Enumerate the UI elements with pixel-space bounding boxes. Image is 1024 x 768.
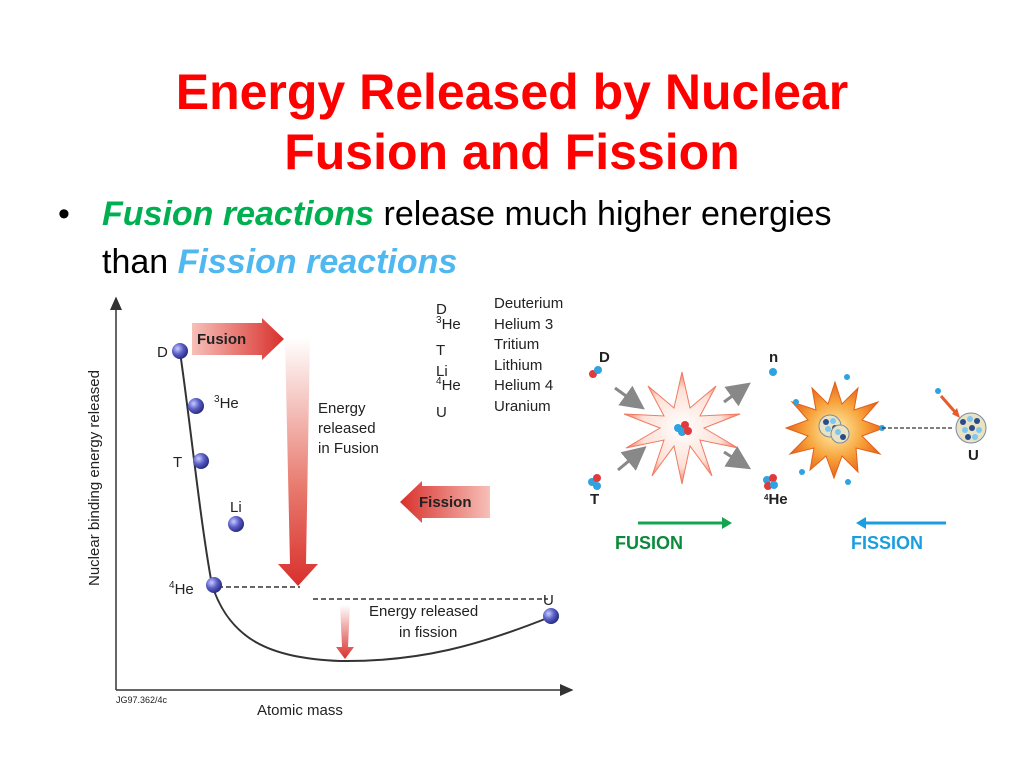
neutron-icon xyxy=(769,368,777,376)
fusion-out-bottom-label: 4He xyxy=(764,491,788,508)
fission-energy-arrow xyxy=(336,605,354,659)
point-label-text: He xyxy=(175,581,194,598)
outgoing-arrow-top xyxy=(723,382,751,407)
point-label: D xyxy=(157,344,168,361)
bullet-mid-text: release much higher energies xyxy=(383,195,832,233)
fusion-caption: FUSION xyxy=(615,533,683,553)
point-sup: 4 xyxy=(169,580,175,591)
incoming-arrow-bottom xyxy=(617,446,647,472)
reference-code: JG97.362/4c xyxy=(116,695,168,705)
fission-arrow-label: Fission xyxy=(419,494,472,511)
legend-symbol-text: He xyxy=(442,377,461,394)
incoming-neutron-arrowhead xyxy=(952,408,960,418)
legend-symbol-text: D xyxy=(436,301,447,318)
fusion-energy-line-1: Energy xyxy=(318,400,366,417)
point-deuterium: D xyxy=(157,343,188,361)
fusion-out-bottom-sup: 4 xyxy=(764,493,769,502)
point-label-text: He xyxy=(220,395,239,412)
bullet-point: • Fusion reactions release much higher e… xyxy=(58,190,978,286)
point-tritium: T xyxy=(173,453,209,471)
legend-symbol: D xyxy=(436,301,447,318)
fusion-out-bottom-text: He xyxy=(768,491,787,508)
fission-term: Fission reactions xyxy=(177,243,458,281)
point-helium-4: 4He xyxy=(169,577,222,598)
bullet-mid2-text: than xyxy=(102,243,169,281)
fused-nucleus-icon xyxy=(674,421,692,436)
bullet-text: Fusion reactions release much higher ene… xyxy=(102,190,978,286)
fusion-arrow-label: Fusion xyxy=(197,331,246,348)
legend-name: Helium 4 xyxy=(494,377,553,394)
legend-symbol: T xyxy=(436,342,445,359)
tritium-nucleus-icon xyxy=(588,474,601,490)
fusion-energy-line-2: released xyxy=(318,420,376,437)
symbol-legend: D Deuterium 3He Helium 3 T Tritium Li Li… xyxy=(436,295,563,421)
split-nucleus-icon xyxy=(818,414,850,444)
fusion-term: Fusion reactions xyxy=(102,195,375,233)
bullet-symbol: • xyxy=(58,195,70,233)
fission-nucleus-label: U xyxy=(968,447,979,464)
legend-name: Helium 3 xyxy=(494,316,553,333)
incoming-arrow-top xyxy=(614,385,645,410)
point-uranium: U xyxy=(543,592,559,624)
fusion-in-bottom-label: T xyxy=(590,491,599,508)
legend-symbol-text: U xyxy=(436,404,447,421)
fission-caption: FISSION xyxy=(851,533,923,553)
legend-name: Uranium xyxy=(494,398,551,415)
fusion-arrow: Fusion xyxy=(192,318,284,360)
fusion-energy-arrow xyxy=(278,338,318,586)
fission-energy-line-1: Energy released xyxy=(369,603,478,620)
legend-symbol: Li xyxy=(436,363,448,380)
point-label: Li xyxy=(230,499,242,516)
legend-name: Lithium xyxy=(494,357,542,374)
legend-sup: 4 xyxy=(436,376,442,387)
fusion-in-top-label: D xyxy=(599,349,610,366)
fusion-caption-arrowhead xyxy=(722,517,732,529)
incoming-neutron-icon xyxy=(935,388,941,394)
released-neutron-icon xyxy=(793,399,799,405)
fusion-out-top-label: n xyxy=(769,349,778,366)
point-label: 3He xyxy=(214,394,239,412)
released-neutron-icon xyxy=(845,479,851,485)
outgoing-arrow-bottom xyxy=(723,446,752,470)
legend-symbol-text: T xyxy=(436,342,445,359)
fusion-energy-line-3: in Fusion xyxy=(318,440,379,457)
incoming-neutron-trail xyxy=(939,395,957,413)
legend-symbol: 4He xyxy=(436,376,461,394)
fission-caption-arrowhead xyxy=(856,517,866,529)
slide-title: Energy Released by Nuclear Fusion and Fi… xyxy=(0,62,1024,182)
fission-reaction-diagram: U FISSION xyxy=(784,374,987,553)
binding-energy-graph: Nuclear binding energy released Atomic m… xyxy=(86,295,574,719)
legend-symbol: 3He xyxy=(436,315,461,333)
uranium-nucleus-icon xyxy=(955,412,987,444)
legend-name: Tritium xyxy=(494,336,539,353)
fusion-reaction-diagram: D T n 4He xyxy=(588,349,788,553)
point-lithium: Li xyxy=(228,499,244,532)
deuterium-nucleus-icon xyxy=(589,366,602,378)
point-label: T xyxy=(173,454,182,471)
point-label: 4He xyxy=(169,580,194,598)
fission-arrow: Fission xyxy=(400,481,490,523)
legend-symbol-text: He xyxy=(442,316,461,333)
legend-name: Deuterium xyxy=(494,295,563,312)
x-axis-label: Atomic mass xyxy=(257,702,343,719)
legend-symbol: U xyxy=(436,404,447,421)
point-sup: 3 xyxy=(214,394,220,405)
released-neutron-icon xyxy=(799,469,805,475)
fission-energy-line-2: in fission xyxy=(399,624,457,641)
point-label: U xyxy=(543,592,554,609)
point-helium-3: 3He xyxy=(188,394,239,414)
y-axis-label: Nuclear binding energy released xyxy=(86,370,103,586)
title-line-1: Energy Released by Nuclear xyxy=(175,63,849,120)
title-line-2: Fusion and Fission xyxy=(284,123,740,180)
released-neutron-icon xyxy=(844,374,850,380)
helium-4-nucleus-icon xyxy=(763,474,778,490)
legend-symbol-text: Li xyxy=(436,363,448,380)
legend-sup: 3 xyxy=(436,315,442,326)
